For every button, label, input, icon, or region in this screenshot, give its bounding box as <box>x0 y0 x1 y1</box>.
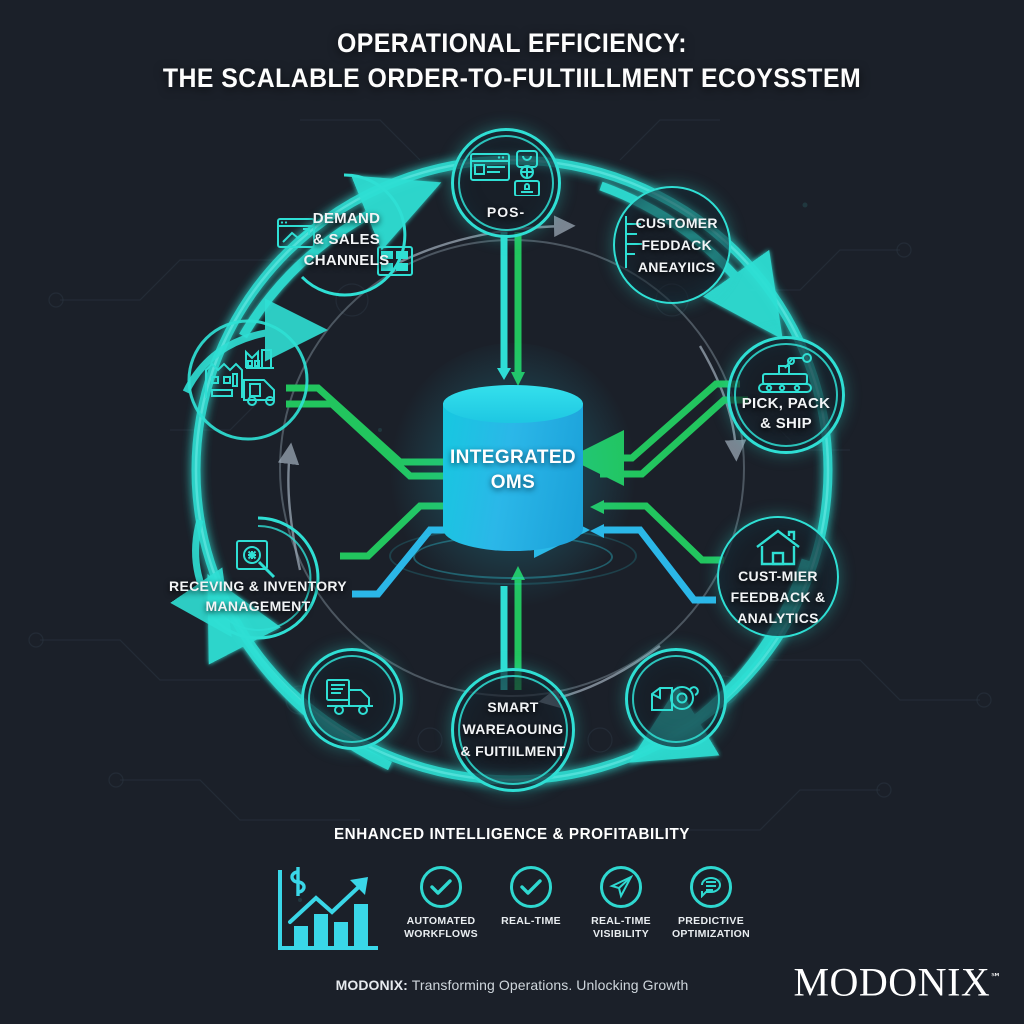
node-pick-pack-ship[interactable]: PICK, PACK & SHIP <box>727 336 845 454</box>
benefit-item[interactable]: PREDICTIVE OPTIMIZATION <box>666 866 756 962</box>
node-ring <box>187 319 309 441</box>
boxes-package-icon <box>648 678 704 723</box>
node-ring-inner <box>308 655 396 743</box>
node-ring-inner <box>458 675 568 785</box>
node-label-smart-warehousing: SMART WAREAOUING & FUITIILMENT <box>460 699 566 759</box>
house-icon <box>754 528 802 573</box>
node-demand-sales-channels[interactable]: DEMAND & SALES CHANNELS <box>277 172 413 298</box>
robot-conveyor-icon <box>755 352 817 399</box>
title-line-1: OPERATIONAL EFFICIENCY: <box>336 28 688 58</box>
benefit-label-line2: OPTIMIZATION <box>671 928 751 940</box>
core-label-line2: OMS <box>490 472 536 493</box>
node-ring <box>717 516 839 638</box>
service-mark: ℠ <box>990 972 1002 984</box>
footer-tagline: MODONIX: Transforming Operations. Unlock… <box>0 977 1024 993</box>
node-pos[interactable]: POS- <box>451 128 561 238</box>
node-label-pos: POS- <box>486 204 526 220</box>
node-ring-inner <box>458 135 554 231</box>
analytics-chart-icon <box>623 214 647 275</box>
node-warehouse-logistics[interactable] <box>186 318 310 442</box>
node-packages[interactable] <box>625 648 727 750</box>
benefit-label-line1: REAL-TIME <box>591 915 651 927</box>
modonix-logo: MODONIX℠ <box>793 955 1002 1005</box>
chat-bubble-icon <box>690 866 732 908</box>
check-circle-icon <box>510 866 552 908</box>
node-label-customer-feedback-analytics: CUSTOMER FEDDACK ANEAYIICS <box>635 215 718 275</box>
footer-tagline-text: Transforming Operations. Unlocking Growt… <box>411 977 689 993</box>
check-circle-icon <box>420 866 462 908</box>
core-label-line1: INTEGRATED <box>449 447 577 468</box>
sales-chart-icon <box>276 216 316 255</box>
benefit-item[interactable]: AUTOMATED WORKFLOWS <box>396 866 486 962</box>
cylinder-top-ellipse <box>443 385 583 423</box>
page-title: OPERATIONAL EFFICIENCY: THE SCALABLE ORD… <box>0 26 1024 96</box>
benefits-section-title: ENHANCED INTELLIGENCE & PROFITABILITY <box>333 826 691 843</box>
node-customer-feedback[interactable]: CUST-MIER FEEDBACK & ANALYTICS <box>717 516 839 638</box>
node-receiving-inventory[interactable]: RECEVING & INVENTORY MANAGEMENT <box>169 516 347 640</box>
benefit-label-line2: WORKFLOWS <box>404 928 478 940</box>
footer-brand: MODONIX: <box>335 977 408 993</box>
benefit-item[interactable]: REAL-TIME <box>486 866 576 962</box>
integrated-oms-core[interactable]: INTEGRATED OMS <box>385 343 641 613</box>
pos-terminal-icon <box>469 150 543 201</box>
title-line-2: THE SCALABLE ORDER-TO-FULTIILLMENT ECOYS… <box>162 63 862 93</box>
core-label: INTEGRATED OMS <box>421 445 605 495</box>
benefit-item[interactable]: REAL-TIME VISIBILITY <box>576 866 666 962</box>
node-label-pick-pack-ship: PICK, PACK & SHIP <box>741 395 831 432</box>
logo-wordmark: MODONIX <box>793 959 991 1005</box>
factory-truck-icon <box>202 346 294 413</box>
node-customer-feedback-analytics[interactable]: CUSTOMER FEDDACK ANEAYIICS <box>613 186 731 304</box>
benefit-label-line1: PREDICTIVE <box>677 915 744 927</box>
node-label-customer-feedback: CUST-MIER FEEDBACK & ANALYTICS <box>730 568 826 626</box>
paper-plane-icon <box>600 866 642 908</box>
benefit-label-line1: AUTOMATED <box>406 915 476 927</box>
growth-bar-chart-dollar-icon <box>272 864 384 961</box>
benefits-list: AUTOMATED WORKFLOWS REAL-TIME REAL-TIME … <box>396 866 756 962</box>
node-delivery[interactable] <box>301 648 403 750</box>
right-feed-arrowheads <box>586 452 604 514</box>
node-smart-warehousing[interactable]: SMART WAREAOUING & FUITIILMENT <box>451 668 575 792</box>
node-label-receiving-inventory: RECEVING & INVENTORY MANAGEMENT <box>169 578 347 614</box>
data-flow-lines-right-blue <box>600 526 716 604</box>
delivery-truck-icon <box>323 676 381 723</box>
benefit-label-line1: REAL-TIME <box>501 915 561 927</box>
benefit-label-line2: VISIBILITY <box>592 928 650 940</box>
node-ring-inner <box>734 343 838 447</box>
node-label-demand-sales-channels: DEMAND & SALES CHANNELS <box>303 210 390 269</box>
